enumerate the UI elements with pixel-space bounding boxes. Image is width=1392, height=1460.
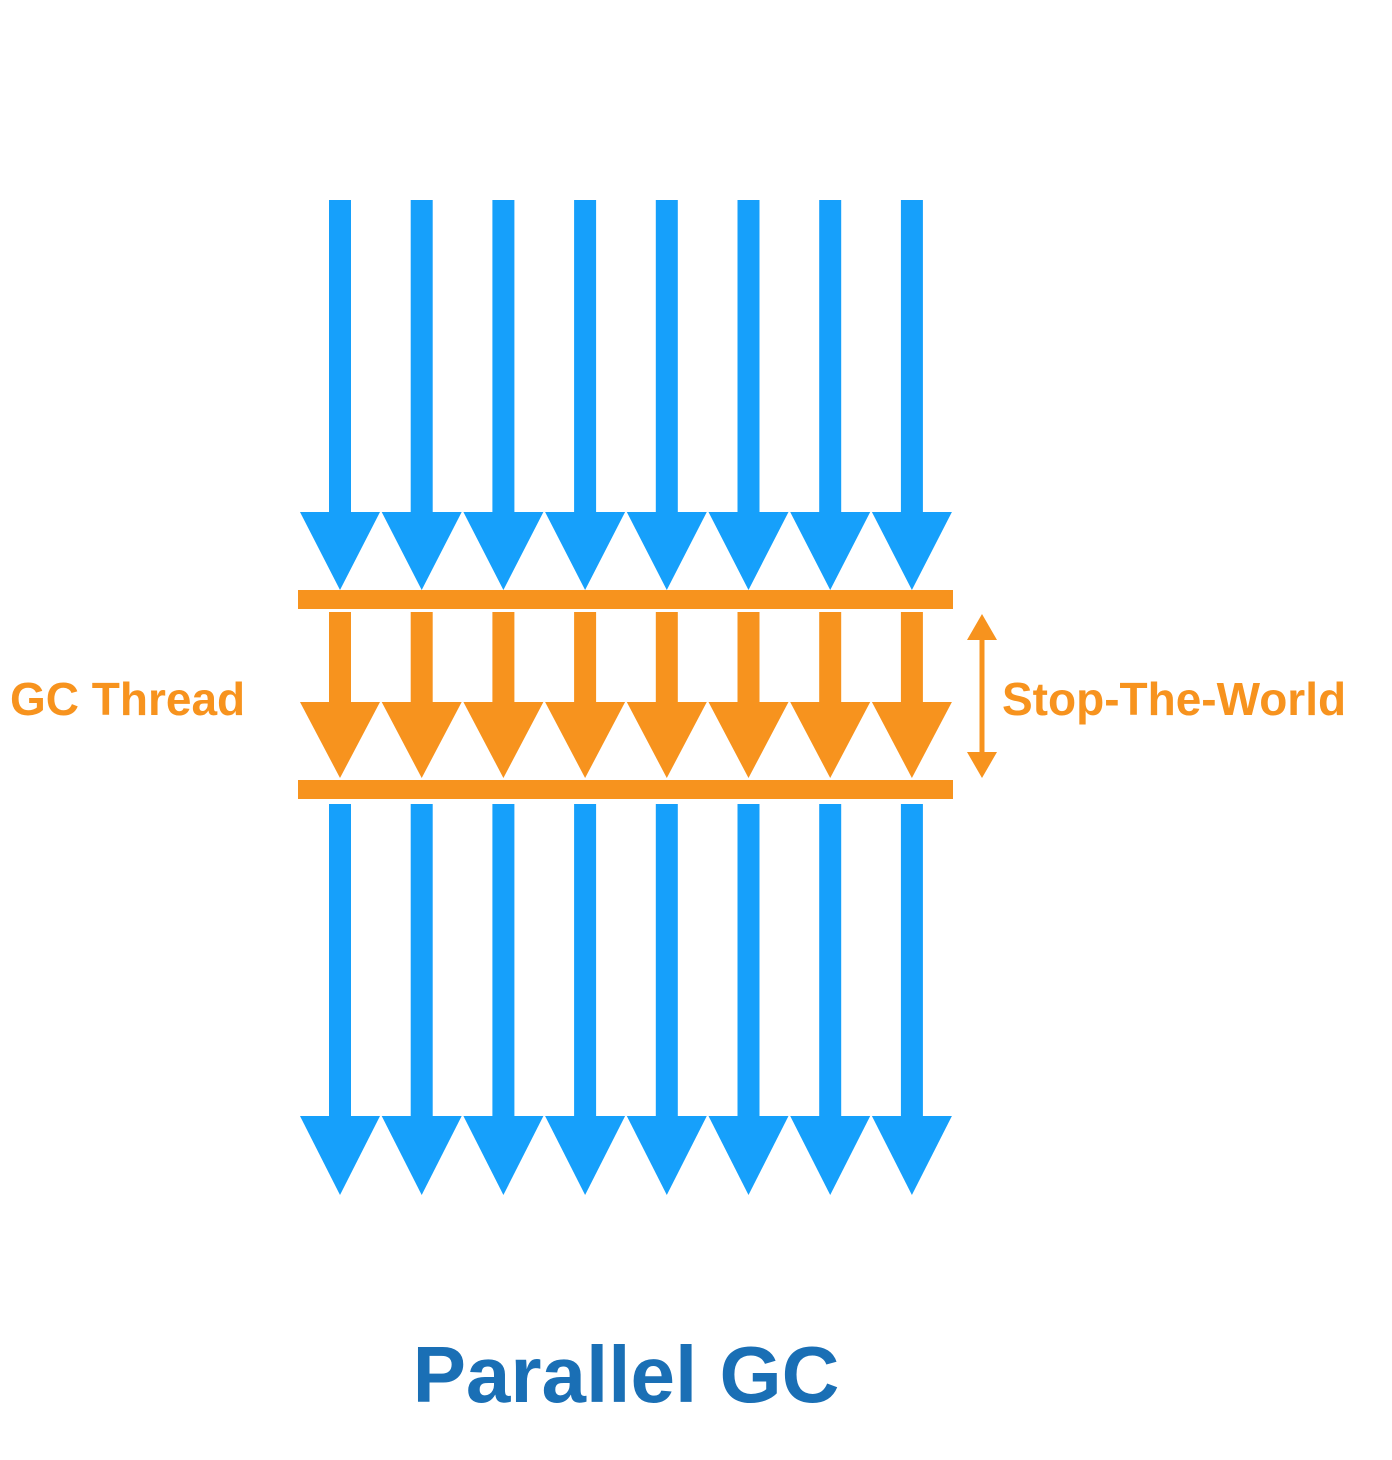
app-thread-arrow-before-2-shaft [410, 200, 433, 513]
app-thread-arrow-before-3 [463, 200, 544, 590]
app-thread-arrow-after-3-shaft [492, 804, 515, 1117]
app-thread-arrow-after-3 [463, 804, 544, 1195]
gc-thread-arrow-3-head [463, 702, 544, 778]
stop-the-world-label: Stop-The-World [1002, 673, 1347, 725]
gc-thread-arrow-6-shaft [737, 612, 760, 703]
app-thread-arrow-after-2 [381, 804, 462, 1195]
app-thread-arrow-before-5-head [626, 512, 707, 590]
gc-thread-arrow-4-shaft [574, 612, 597, 703]
app-thread-arrow-after-2-shaft [410, 804, 433, 1117]
app-thread-arrow-after-5-head [626, 1116, 707, 1195]
double-arrow-down-head [967, 752, 997, 778]
gc-thread-arrow-8 [871, 612, 952, 778]
app-thread-arrow-before-4 [545, 200, 626, 590]
application-threads-after-gc [300, 804, 952, 1195]
app-thread-arrow-before-3-shaft [492, 200, 515, 513]
stop-the-world-double-arrow-icon [967, 614, 997, 778]
gc-thread-arrow-3-shaft [492, 612, 515, 703]
app-thread-arrow-after-1-shaft [329, 804, 351, 1117]
app-thread-arrow-before-2 [381, 200, 462, 590]
app-thread-arrow-before-4-shaft [574, 200, 597, 513]
app-thread-arrow-before-8-head [871, 512, 952, 590]
app-thread-arrow-after-6 [708, 804, 789, 1195]
gc-thread-arrow-2-shaft [410, 612, 433, 703]
app-thread-arrow-after-4-head [545, 1116, 626, 1195]
app-thread-arrow-before-7 [790, 200, 871, 590]
gc-threads [300, 612, 952, 778]
double-arrow-up-head [967, 614, 997, 640]
app-thread-arrow-after-4 [545, 804, 626, 1195]
app-thread-arrow-after-1-head [300, 1116, 380, 1195]
app-thread-arrow-after-7-shaft [819, 804, 842, 1117]
app-thread-arrow-before-5-shaft [655, 200, 678, 513]
gc-thread-arrow-6-head [708, 702, 789, 778]
app-thread-arrow-after-5-shaft [655, 804, 678, 1117]
app-thread-arrow-before-6-head [708, 512, 789, 590]
gc-thread-arrow-1-shaft [329, 612, 351, 703]
app-thread-arrow-before-5 [626, 200, 707, 590]
app-thread-arrow-after-8-shaft [900, 804, 923, 1117]
app-thread-arrow-before-1-head [300, 512, 380, 590]
gc-thread-arrow-5-shaft [655, 612, 678, 703]
app-thread-arrow-before-1-shaft [329, 200, 351, 513]
gc-thread-arrow-4-head [545, 702, 626, 778]
app-thread-arrow-after-2-head [381, 1116, 462, 1195]
app-thread-arrow-after-6-shaft [737, 804, 760, 1117]
app-thread-arrow-before-2-head [381, 512, 462, 590]
gc-thread-arrow-4 [545, 612, 626, 778]
gc-thread-arrow-1 [300, 612, 380, 778]
gc-thread-label: GC Thread [10, 673, 246, 725]
gc-thread-arrow-6 [708, 612, 789, 778]
app-thread-arrow-before-7-shaft [819, 200, 842, 513]
app-thread-arrow-after-8 [871, 804, 952, 1195]
gc-thread-arrow-5 [626, 612, 707, 778]
app-thread-arrow-after-4-shaft [574, 804, 597, 1117]
app-thread-arrow-before-8 [871, 200, 952, 590]
gc-thread-arrow-7-shaft [819, 612, 842, 703]
app-thread-arrow-after-8-head [871, 1116, 952, 1195]
gc-thread-arrow-7 [790, 612, 871, 778]
app-thread-arrow-after-5 [626, 804, 707, 1195]
application-threads-before-gc [300, 200, 952, 590]
gc-thread-arrow-1-head [300, 702, 380, 778]
diagram-title: Parallel GC [412, 1330, 840, 1419]
app-thread-arrow-before-6 [708, 200, 789, 590]
app-thread-arrow-after-3-head [463, 1116, 544, 1195]
app-thread-arrow-after-7 [790, 804, 871, 1195]
app-thread-arrow-before-7-head [790, 512, 871, 590]
app-thread-arrow-before-6-shaft [737, 200, 760, 513]
app-thread-arrow-before-3-head [463, 512, 544, 590]
app-thread-arrow-after-6-head [708, 1116, 789, 1195]
gc-thread-arrow-8-head [871, 702, 952, 778]
double-arrow-line [979, 632, 985, 760]
gc-thread-arrow-7-head [790, 702, 871, 778]
gc-thread-arrow-2 [381, 612, 462, 778]
stop-the-world-end-bar [298, 780, 953, 799]
app-thread-arrow-after-1 [300, 804, 380, 1195]
app-thread-arrow-after-7-head [790, 1116, 871, 1195]
gc-thread-arrow-5-head [626, 702, 707, 778]
gc-thread-arrow-3 [463, 612, 544, 778]
app-thread-arrow-before-1 [300, 200, 380, 590]
app-thread-arrow-before-4-head [545, 512, 626, 590]
gc-thread-arrow-2-head [381, 702, 462, 778]
gc-thread-arrow-8-shaft [900, 612, 923, 703]
stop-the-world-start-bar [298, 590, 953, 609]
app-thread-arrow-before-8-shaft [900, 200, 923, 513]
